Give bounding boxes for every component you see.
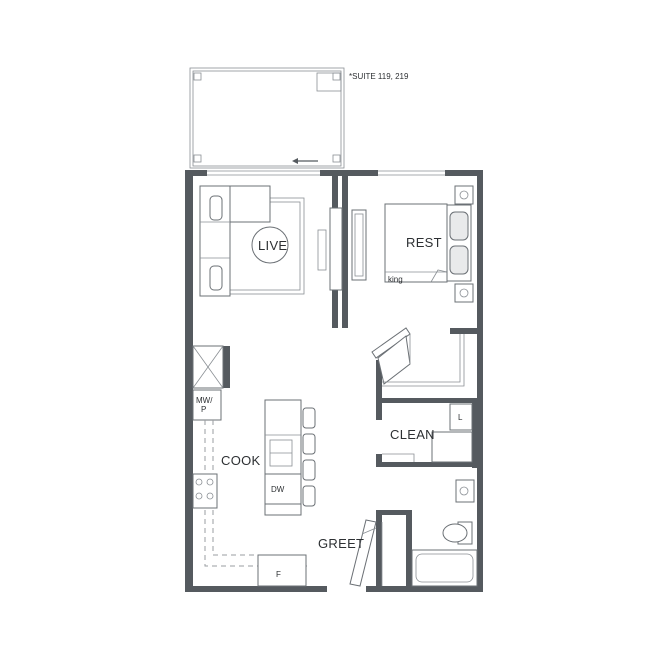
coffee-table <box>251 226 289 264</box>
microwave-label: MW/ <box>196 396 213 405</box>
laundry-label: L <box>458 413 463 422</box>
bathtub <box>411 549 478 587</box>
windows <box>207 170 445 176</box>
living-area <box>199 185 343 297</box>
bedroom-closet-doors <box>371 327 465 387</box>
room-label-greet: GREET <box>318 536 364 551</box>
sliding-door-arrow-icon <box>292 158 318 164</box>
fridge <box>257 554 307 587</box>
entry-area <box>349 519 383 587</box>
range <box>192 473 218 509</box>
exterior-walls <box>185 170 483 592</box>
room-label-live: LIVE <box>258 238 287 253</box>
laundry-area <box>376 403 473 466</box>
room-label-cook: COOK <box>221 453 261 468</box>
balcony <box>189 67 345 169</box>
bedroom-area <box>351 185 474 303</box>
suite-note: *SUITE 119, 219 <box>349 72 409 81</box>
microwave-label-line2: P <box>201 405 206 414</box>
kitchen-area <box>192 345 316 587</box>
bathroom-area <box>411 479 478 587</box>
fridge-label: F <box>276 570 281 579</box>
bed-size-label: king <box>388 275 403 284</box>
room-label-clean: CLEAN <box>390 427 435 442</box>
dishwasher-label: DW <box>271 485 285 494</box>
room-label-rest: REST <box>406 235 442 250</box>
